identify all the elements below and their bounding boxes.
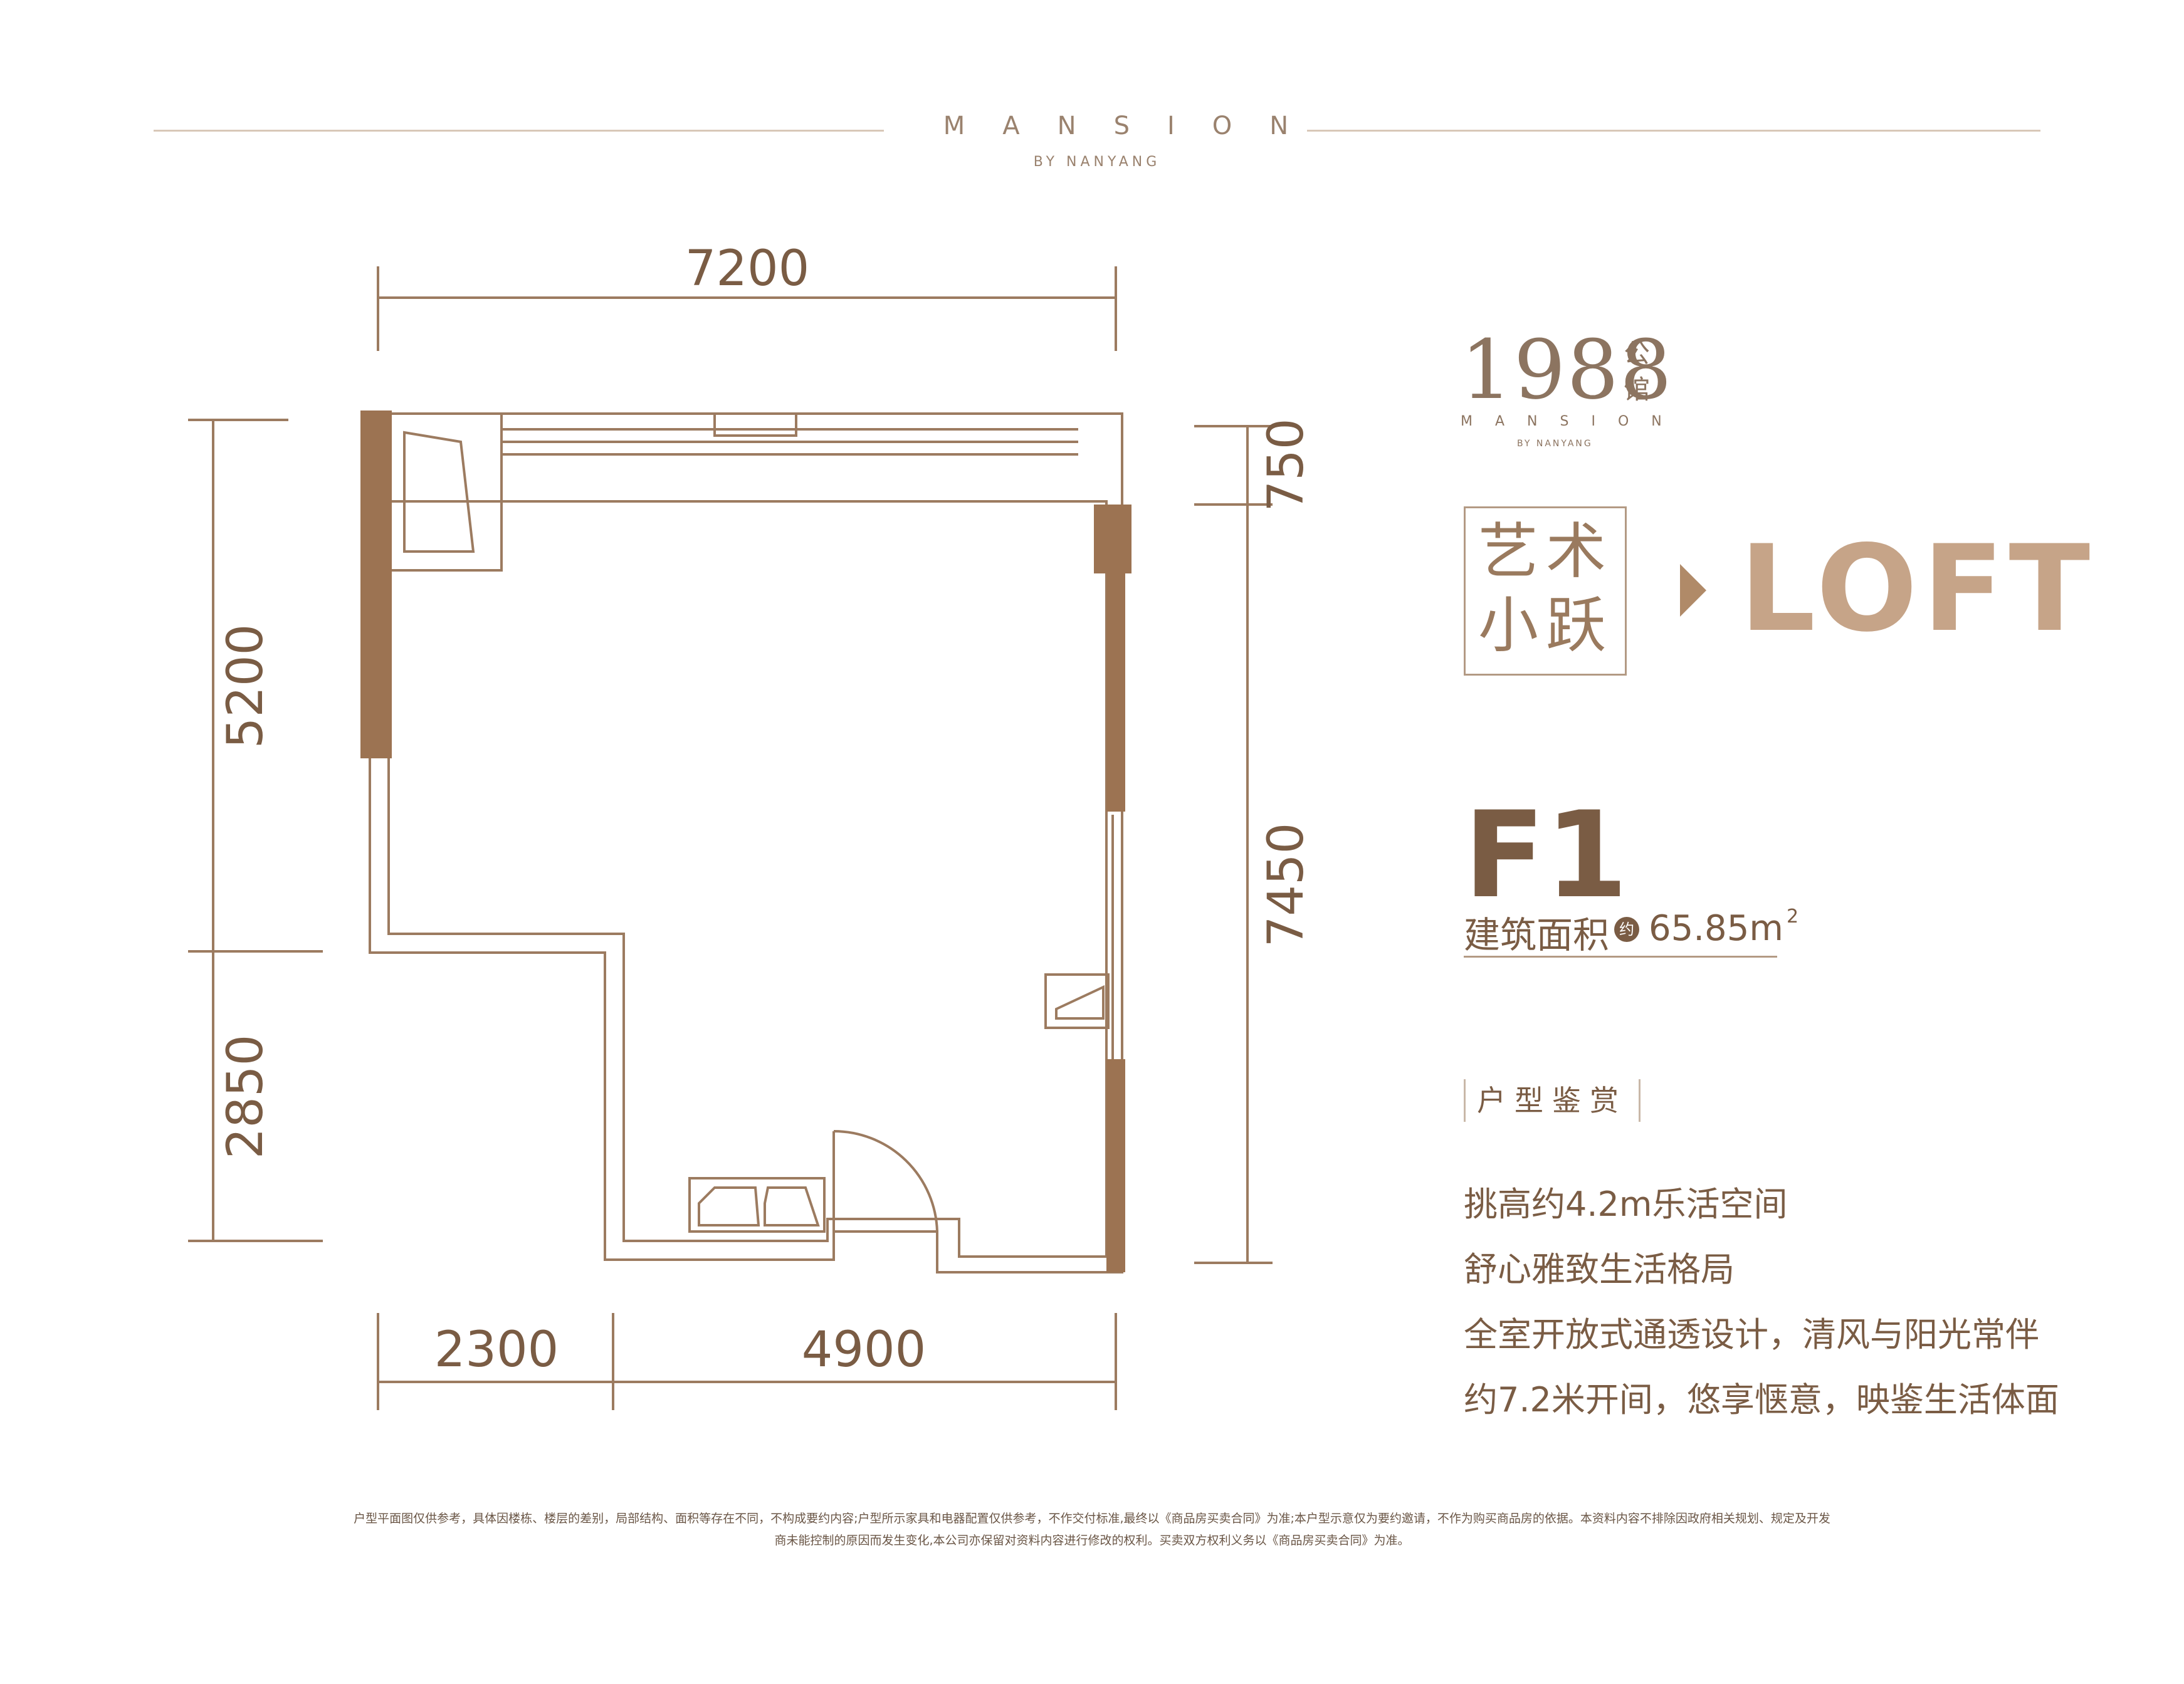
area-value: 65.85m	[1649, 908, 1783, 949]
window-sash	[713, 412, 797, 437]
feature-item: 挑高约4.2m乐活空间	[1464, 1185, 1788, 1224]
brand-title: MANSION	[943, 112, 1326, 140]
feature-item: 全室开放式通透设计，清风与阳光常伴	[1464, 1315, 2039, 1354]
ac-unit-top-left	[403, 431, 475, 553]
dim-label-right-lower: 7450	[1258, 823, 1315, 948]
loft-title: LOFT	[1740, 520, 2096, 658]
dim-label-bottom-left: 2300	[434, 1322, 559, 1378]
art-loft-tag: 艺术 小跃	[1464, 506, 1627, 676]
dim-label-bottom-right: 4900	[802, 1322, 927, 1378]
wall-block-left	[360, 411, 392, 758]
play-arrow-icon	[1680, 564, 1706, 617]
logo-mansion: MANSION	[1461, 414, 1684, 429]
ac-unit-bottom-1	[698, 1186, 760, 1226]
dim-label-right-upper: 750	[1258, 419, 1315, 512]
outer-wall	[369, 412, 1123, 1273]
feature-item: 舒心雅致生活格局	[1464, 1250, 1735, 1289]
area-info: 建筑面积 约 65.85m 2	[1464, 906, 1798, 958]
solid-walls	[360, 411, 1131, 1272]
door-swing	[833, 1130, 938, 1232]
header-rule-left	[154, 130, 884, 132]
header-rule-right	[1307, 130, 2040, 132]
tag-line-1: 艺术	[1478, 516, 1614, 587]
logo-chinese: 公馆	[1624, 338, 1651, 405]
dimension-lines	[188, 266, 1273, 1410]
section-title: 户型鉴赏	[1464, 1079, 1641, 1122]
dim-label-left-lower: 2850	[218, 1035, 274, 1159]
wall-block-right-top	[1094, 505, 1131, 573]
feature-list: 挑高约4.2m乐活空间 舒心雅致生活格局 全室开放式通透设计，清风与阳光常伴 约…	[1464, 1172, 2059, 1433]
ac-unit-right	[1055, 985, 1105, 1020]
logo-number: 1988	[1461, 322, 1673, 417]
feature-item: 约7.2米开间，悠享惬意，映鉴生活体面	[1464, 1380, 2059, 1420]
wall-block-right-lower	[1106, 1059, 1125, 1272]
unit-name: F1	[1464, 786, 1628, 924]
tag-line-2: 小跃	[1478, 590, 1614, 661]
area-unit-superscript: 2	[1787, 906, 1799, 928]
wall-block-right-upper	[1106, 573, 1125, 812]
ac-platform-bottom	[688, 1177, 826, 1233]
inner-wall	[387, 500, 1108, 1258]
approx-badge: 约	[1614, 917, 1639, 942]
brand-subtitle: BY NANYANG	[1033, 154, 1161, 170]
ac-unit-bottom-2	[764, 1186, 820, 1226]
dim-label-left-upper: 5200	[218, 624, 274, 749]
disclaimer-line-1: 户型平面图仅供参考，具体因楼栋、楼层的差别，局部结构、面积等存在不同，不构成要约…	[354, 1512, 1830, 1525]
logo-by-nanyang: BY NANYANG	[1517, 439, 1593, 449]
area-label: 建筑面积	[1464, 914, 1610, 956]
dim-label-top: 7200	[685, 241, 810, 297]
wall-outline	[369, 412, 1123, 1273]
disclaimer-line-2: 商未能控制的原因而发生变化,本公司亦保留对资料内容进行修改的权利。买卖双方权利义…	[774, 1534, 1410, 1547]
ac-platform-right	[1044, 973, 1110, 1029]
